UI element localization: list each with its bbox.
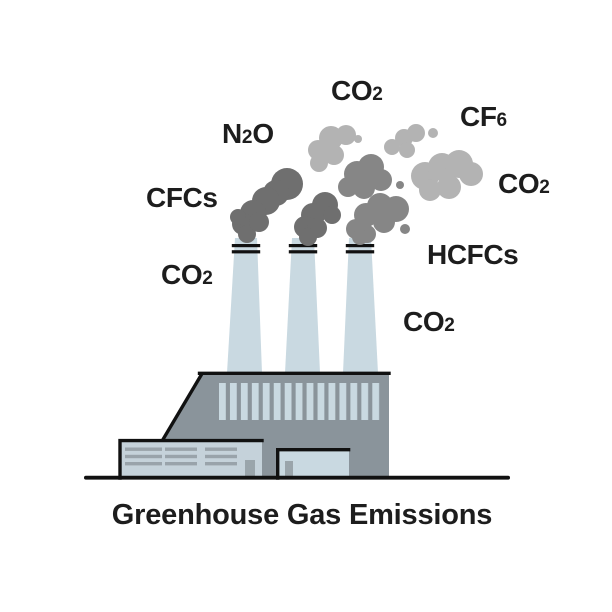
smokestack-bands xyxy=(231,244,375,254)
window-band xyxy=(219,383,380,420)
gas-label-co2-top: CO2 xyxy=(331,75,383,106)
gas-label-cfcs: CFCs xyxy=(146,182,218,213)
door-outline xyxy=(276,448,351,480)
annex-building xyxy=(118,438,264,480)
gas-label-co2-left: CO2 xyxy=(161,259,213,290)
gas-label-hcfcs: HCFCs xyxy=(427,239,519,270)
door-block xyxy=(276,448,351,480)
gas-label-co2-lower-right: CO2 xyxy=(403,306,455,337)
ground-line xyxy=(84,475,510,480)
annex-pillar xyxy=(245,460,255,478)
smoke-clouds-medium xyxy=(338,154,410,245)
gas-label-n2o: N2O xyxy=(222,118,274,149)
caption-title: Greenhouse Gas Emissions xyxy=(111,499,493,531)
slant-edge xyxy=(159,372,204,443)
vent-grilles xyxy=(125,447,237,466)
smoke-clouds-light xyxy=(308,124,483,201)
smokestack-right xyxy=(343,238,378,373)
smokestacks xyxy=(227,238,378,373)
door-pillar xyxy=(285,461,293,478)
annex-outline xyxy=(118,438,264,480)
smokestack-left xyxy=(227,238,262,373)
smokestack-middle xyxy=(285,238,320,373)
gas-label-cf6: CF6 xyxy=(460,101,508,132)
gas-label-co2-upper-right: CO2 xyxy=(498,168,550,199)
smoke-plumes-dark xyxy=(230,168,341,246)
